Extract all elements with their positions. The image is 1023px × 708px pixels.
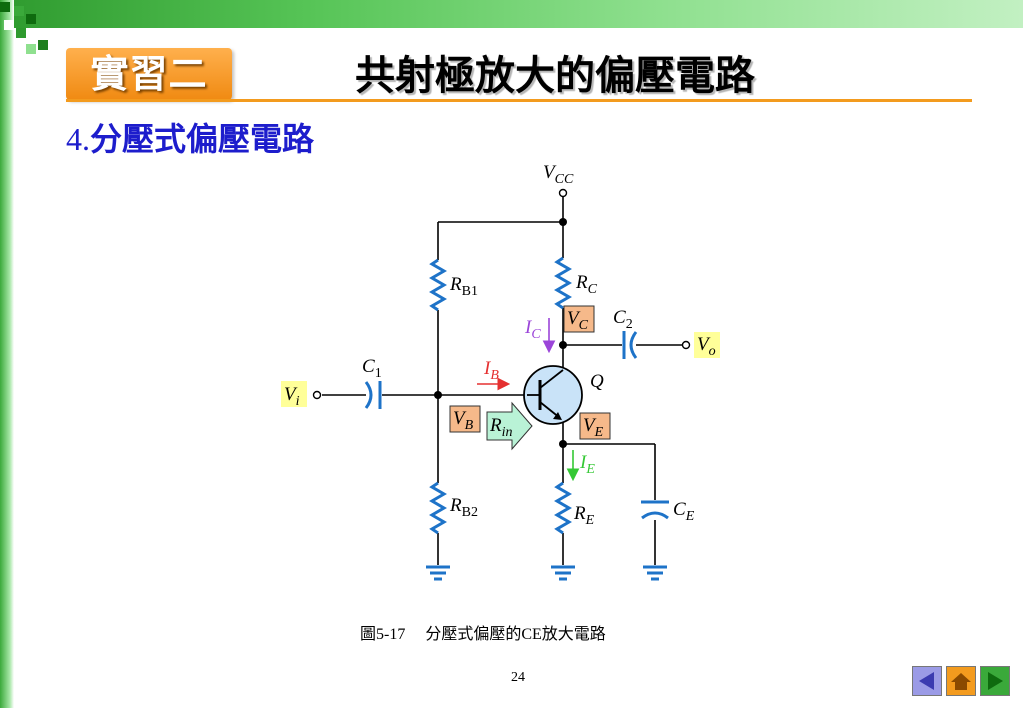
left-decor-bar [0, 0, 14, 708]
rb1-label: RB1 [449, 274, 478, 299]
junction-dots [434, 218, 567, 448]
re-label: RE [573, 503, 595, 528]
section-heading: 4.分壓式偏壓電路 [66, 116, 314, 162]
rb2-label: RB2 [449, 495, 478, 520]
section-tag: 實習二 [66, 48, 232, 100]
vo-label: Vo [697, 334, 716, 359]
ce-label: CE [673, 499, 695, 524]
rin-arrow-shape [486, 401, 533, 451]
vc-highlight [563, 305, 595, 333]
terminals [312, 188, 691, 400]
resistor-re [554, 481, 572, 535]
rc-label: RC [575, 272, 598, 297]
capacitor-ce [641, 500, 669, 520]
vi-label: Vi [284, 384, 300, 409]
transistor-q [523, 365, 583, 425]
vb-highlight [449, 405, 481, 433]
capacitor-c1 [364, 381, 382, 409]
ic-label: IC [524, 317, 541, 342]
capacitor-c2 [622, 331, 638, 359]
ve-label: VE [583, 415, 604, 440]
ib-label: IB [483, 358, 499, 383]
vb-label: VB [453, 408, 474, 433]
transistor-label: Q [590, 371, 604, 392]
top-decor-bar [0, 0, 1023, 28]
vc-label: VC [567, 308, 589, 333]
rin-label: Rin [489, 415, 513, 440]
section-number: 4. [66, 121, 90, 157]
page-number: 24 [511, 670, 525, 685]
resistor-rb2 [429, 481, 447, 535]
resistor-rc [554, 256, 572, 310]
c2-label: C2 [613, 307, 633, 332]
title-underline [66, 99, 972, 102]
c1-label: C1 [362, 356, 382, 381]
resistor-rb1 [429, 258, 447, 312]
next-icon[interactable] [980, 666, 1010, 696]
vcc-label: VCC [543, 162, 574, 187]
previous-icon[interactable] [912, 666, 942, 696]
home-icon[interactable] [946, 666, 976, 696]
section-heading-text: 分壓式偏壓電路 [90, 120, 315, 158]
vo-highlight [694, 332, 720, 358]
vi-highlight [281, 381, 307, 407]
page-title: 共射極放大的偏壓電路 [355, 52, 755, 99]
figure-caption: 圖5-17 分壓式偏壓的CE放大電路 [360, 626, 606, 643]
ground-symbols [426, 565, 667, 581]
ve-highlight [579, 412, 611, 440]
ie-label: IE [579, 452, 595, 477]
